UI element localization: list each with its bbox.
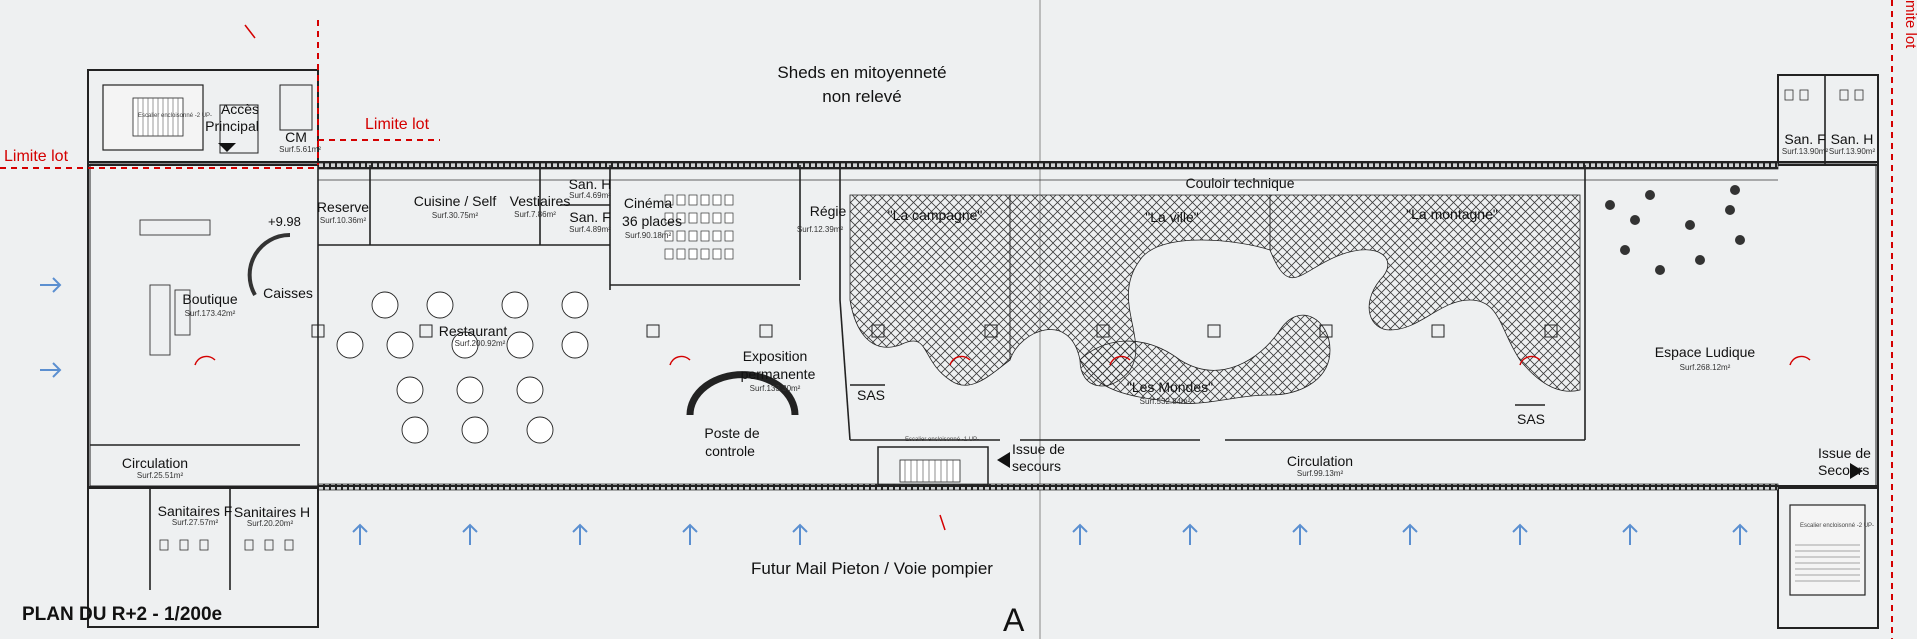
zone-campagne: "La campagne" bbox=[887, 207, 983, 223]
room-circulation-south: Circulation bbox=[1286, 453, 1354, 469]
limite-lot-edge: mite lot bbox=[1902, 0, 1917, 49]
smoke-vent-arrows bbox=[194, 24, 1811, 531]
plan-title: PLAN DU R+2 - 1/200e bbox=[22, 604, 223, 625]
room-san-h-surf: Surf.4.69m² bbox=[569, 191, 611, 200]
room-circulation-south-surf: Surf.99.13m² bbox=[1296, 469, 1344, 478]
bottom-note: Futur Mail Pieton / Voie pompier bbox=[751, 559, 993, 578]
cinema-seats bbox=[664, 194, 734, 260]
acces-line2: Principal bbox=[205, 118, 259, 134]
room-san-f: San. F bbox=[569, 209, 611, 225]
entrance-arrows bbox=[40, 277, 1748, 545]
acces-line1: Accès bbox=[220, 101, 260, 117]
top-note-line1: Sheds en mitoyenneté bbox=[777, 63, 947, 82]
couloir-technique: Couloir technique bbox=[1185, 175, 1295, 191]
room-san-f-east-surf: Surf.13.90m² bbox=[1781, 147, 1829, 156]
section-marker-bottom: A bbox=[1003, 602, 1025, 638]
limite-lot-left: Limite lot bbox=[4, 148, 69, 165]
south-stair-label: Escalier encloisonné -2 UP- bbox=[1800, 523, 1875, 529]
room-cm-surf: Surf.5.61m² bbox=[279, 145, 321, 154]
room-reserve: Reserve bbox=[316, 199, 370, 215]
room-exposition: Exposition bbox=[742, 348, 808, 364]
room-restaurant-surf: Surf.200.92m² bbox=[454, 339, 506, 348]
les-mondes-zones bbox=[849, 194, 1581, 404]
level-mark: +9.98 bbox=[268, 214, 301, 229]
issue-secours-mid-2: secours bbox=[1012, 458, 1062, 474]
room-cm: CM bbox=[285, 129, 307, 145]
room-exposition-surf: Surf.133.30m² bbox=[749, 384, 801, 393]
room-exposition-permanente: permanente bbox=[740, 366, 816, 382]
mid-stair-label: Escalier encloisonné -1 UP- bbox=[905, 437, 980, 443]
room-cinema: Cinéma bbox=[623, 195, 673, 211]
sas-west: SAS bbox=[857, 387, 886, 403]
sanitary-fixtures bbox=[159, 89, 1864, 551]
room-vestiaires: Vestiaires bbox=[509, 193, 571, 209]
room-poste: Poste de bbox=[704, 425, 760, 441]
equipment-squares bbox=[311, 324, 1558, 338]
room-les-mondes-surf: Surf.532.84m² bbox=[1139, 397, 1191, 406]
issue-secours-mid-1: Issue de bbox=[1012, 441, 1065, 457]
south-stair bbox=[1789, 504, 1866, 596]
espace-ludique-seats bbox=[1605, 185, 1745, 275]
sas-east: SAS bbox=[1517, 411, 1546, 427]
limite-lot-top: Limite lot bbox=[365, 116, 430, 133]
mid-stair bbox=[877, 446, 1863, 486]
room-caisses: Caisses bbox=[263, 285, 313, 301]
room-vestiaires-surf: Surf.7.86m² bbox=[514, 210, 556, 219]
room-espace-ludique-surf: Surf.268.12m² bbox=[1679, 363, 1731, 372]
room-sanitaires-f: Sanitaires F bbox=[157, 503, 233, 519]
room-espace-ludique: Espace Ludique bbox=[1654, 344, 1756, 360]
south-wall-band bbox=[317, 483, 1779, 491]
room-restaurant: Restaurant bbox=[438, 323, 508, 339]
room-san-h: San. H bbox=[568, 176, 612, 192]
room-reserve-surf: Surf.10.36m² bbox=[319, 216, 367, 225]
room-san-f-east: San. F bbox=[1784, 131, 1826, 147]
room-circulation-west-surf: Surf.25.51m² bbox=[136, 471, 184, 480]
north-wall-band bbox=[317, 162, 1779, 170]
room-poste-controle: controle bbox=[705, 443, 755, 459]
room-les-mondes: "Les Mondes" bbox=[1126, 379, 1214, 395]
room-boutique: Boutique bbox=[182, 291, 238, 307]
room-sanitaires-h-surf: Surf.20.20m² bbox=[246, 519, 294, 528]
room-san-f-surf: Surf.4.89m² bbox=[569, 225, 611, 234]
room-regie-surf: Surf.12.39m² bbox=[796, 225, 844, 234]
room-cuisine: Cuisine / Self bbox=[413, 193, 497, 209]
zone-montagne: "La montagne" bbox=[1406, 206, 1498, 222]
north-stair-label: Escalier encloisonné -2 UP- bbox=[138, 113, 213, 119]
room-sanitaires-f-surf: Surf.27.57m² bbox=[171, 518, 219, 527]
room-boutique-surf: Surf.173.42m² bbox=[184, 309, 236, 318]
partitions bbox=[90, 75, 1826, 590]
issue-secours-east-2: Secours bbox=[1818, 462, 1870, 478]
room-cinema-surf: Surf.90.18m² bbox=[624, 231, 672, 240]
issue-secours-east-1: Issue de bbox=[1818, 445, 1871, 461]
top-note-line2: non relevé bbox=[822, 87, 902, 106]
room-regie: Régie bbox=[809, 203, 847, 219]
boutique-furniture bbox=[139, 219, 291, 356]
room-cuisine-surf: Surf.30.75m² bbox=[431, 211, 479, 220]
room-san-h-east: San. H bbox=[1830, 131, 1874, 147]
room-cinema-places: 36 places bbox=[622, 213, 682, 229]
control-desk bbox=[686, 371, 799, 416]
zone-ville: "La ville" bbox=[1145, 209, 1199, 225]
restaurant-tables bbox=[336, 291, 589, 444]
room-san-h-east-surf: Surf.13.90m² bbox=[1828, 147, 1876, 156]
north-stair bbox=[102, 84, 313, 154]
room-circulation-west: Circulation bbox=[121, 455, 189, 471]
room-sanitaires-h: Sanitaires H bbox=[233, 504, 311, 520]
